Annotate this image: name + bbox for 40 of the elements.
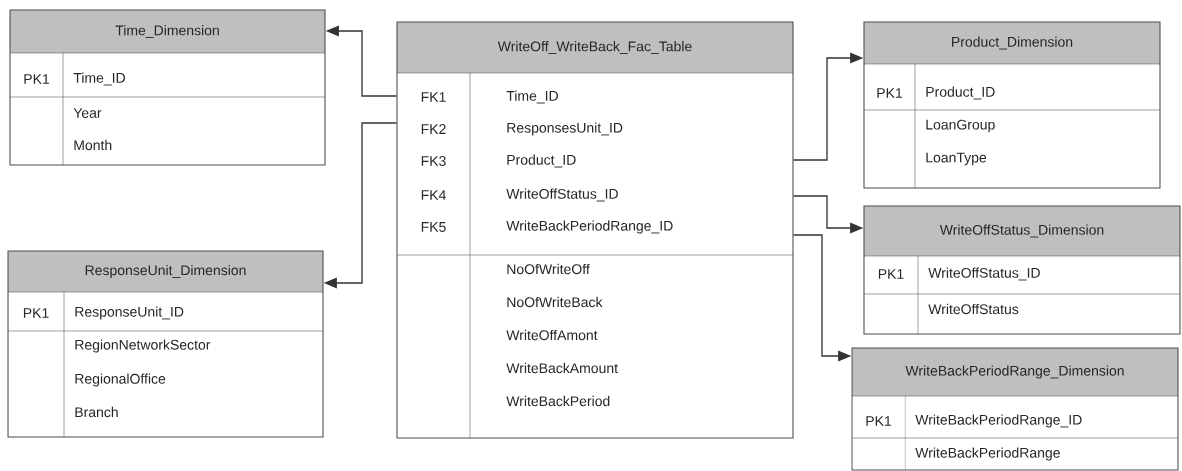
table-title: Time_Dimension [115, 25, 219, 38]
column-name: Time_ID [506, 90, 558, 104]
column-name: WriteBackPeriodRange_ID [506, 220, 673, 234]
table-title: Product_Dimension [952, 36, 1073, 50]
key-label: PK1 [866, 416, 892, 426]
key-label: FK2 [421, 124, 446, 134]
column-name: NoOfWriteBack [507, 296, 603, 308]
key-label: PK1 [877, 88, 903, 98]
column-name: WriteBackPeriod [506, 395, 610, 407]
table-title: WriteBackPeriodRange_Dimension [905, 365, 1124, 379]
column-name: Time_ID [73, 72, 125, 86]
key-label: PK1 [24, 74, 50, 84]
key-label: FK1 [421, 92, 446, 102]
key-label: PK1 [878, 269, 904, 279]
column-name: ResponsesUnit_ID [507, 122, 623, 136]
column-name: Year [73, 108, 102, 118]
column-name: LoanGroup [926, 119, 995, 133]
column-name: WriteOffStatus_ID [506, 188, 618, 202]
column-name: WriteOffStatus [928, 303, 1019, 315]
column-name: Product_ID [926, 86, 995, 100]
key-label: FK4 [421, 190, 446, 200]
column-name: Product_ID [507, 154, 576, 168]
table-title: WriteOff_WriteBack_Fac_Table [497, 41, 692, 54]
column-name: Month [74, 139, 112, 151]
table-title: ResponseUnit_Dimension [85, 264, 246, 278]
column-name: LoanType [926, 152, 987, 166]
column-name: RegionNetworkSector [75, 339, 211, 353]
column-name: RegionalOffice [75, 373, 166, 387]
column-name: WriteBackPeriodRange_ID [915, 414, 1082, 428]
key-label: FK3 [421, 156, 446, 166]
key-label: FK5 [421, 222, 446, 232]
column-name: WriteBackPeriodRange [915, 447, 1060, 461]
column-name: WriteOffStatus_ID [928, 267, 1040, 281]
key-label: PK1 [23, 308, 49, 318]
column-name: WriteOffAmont [506, 329, 598, 341]
column-name: WriteBackAmount [506, 362, 618, 374]
table-title: WriteOffStatus_Dimension [939, 224, 1104, 238]
column-name: Branch [75, 406, 118, 418]
column-name: NoOfWriteOff [507, 263, 590, 275]
column-name: ResponseUnit_ID [75, 306, 184, 320]
